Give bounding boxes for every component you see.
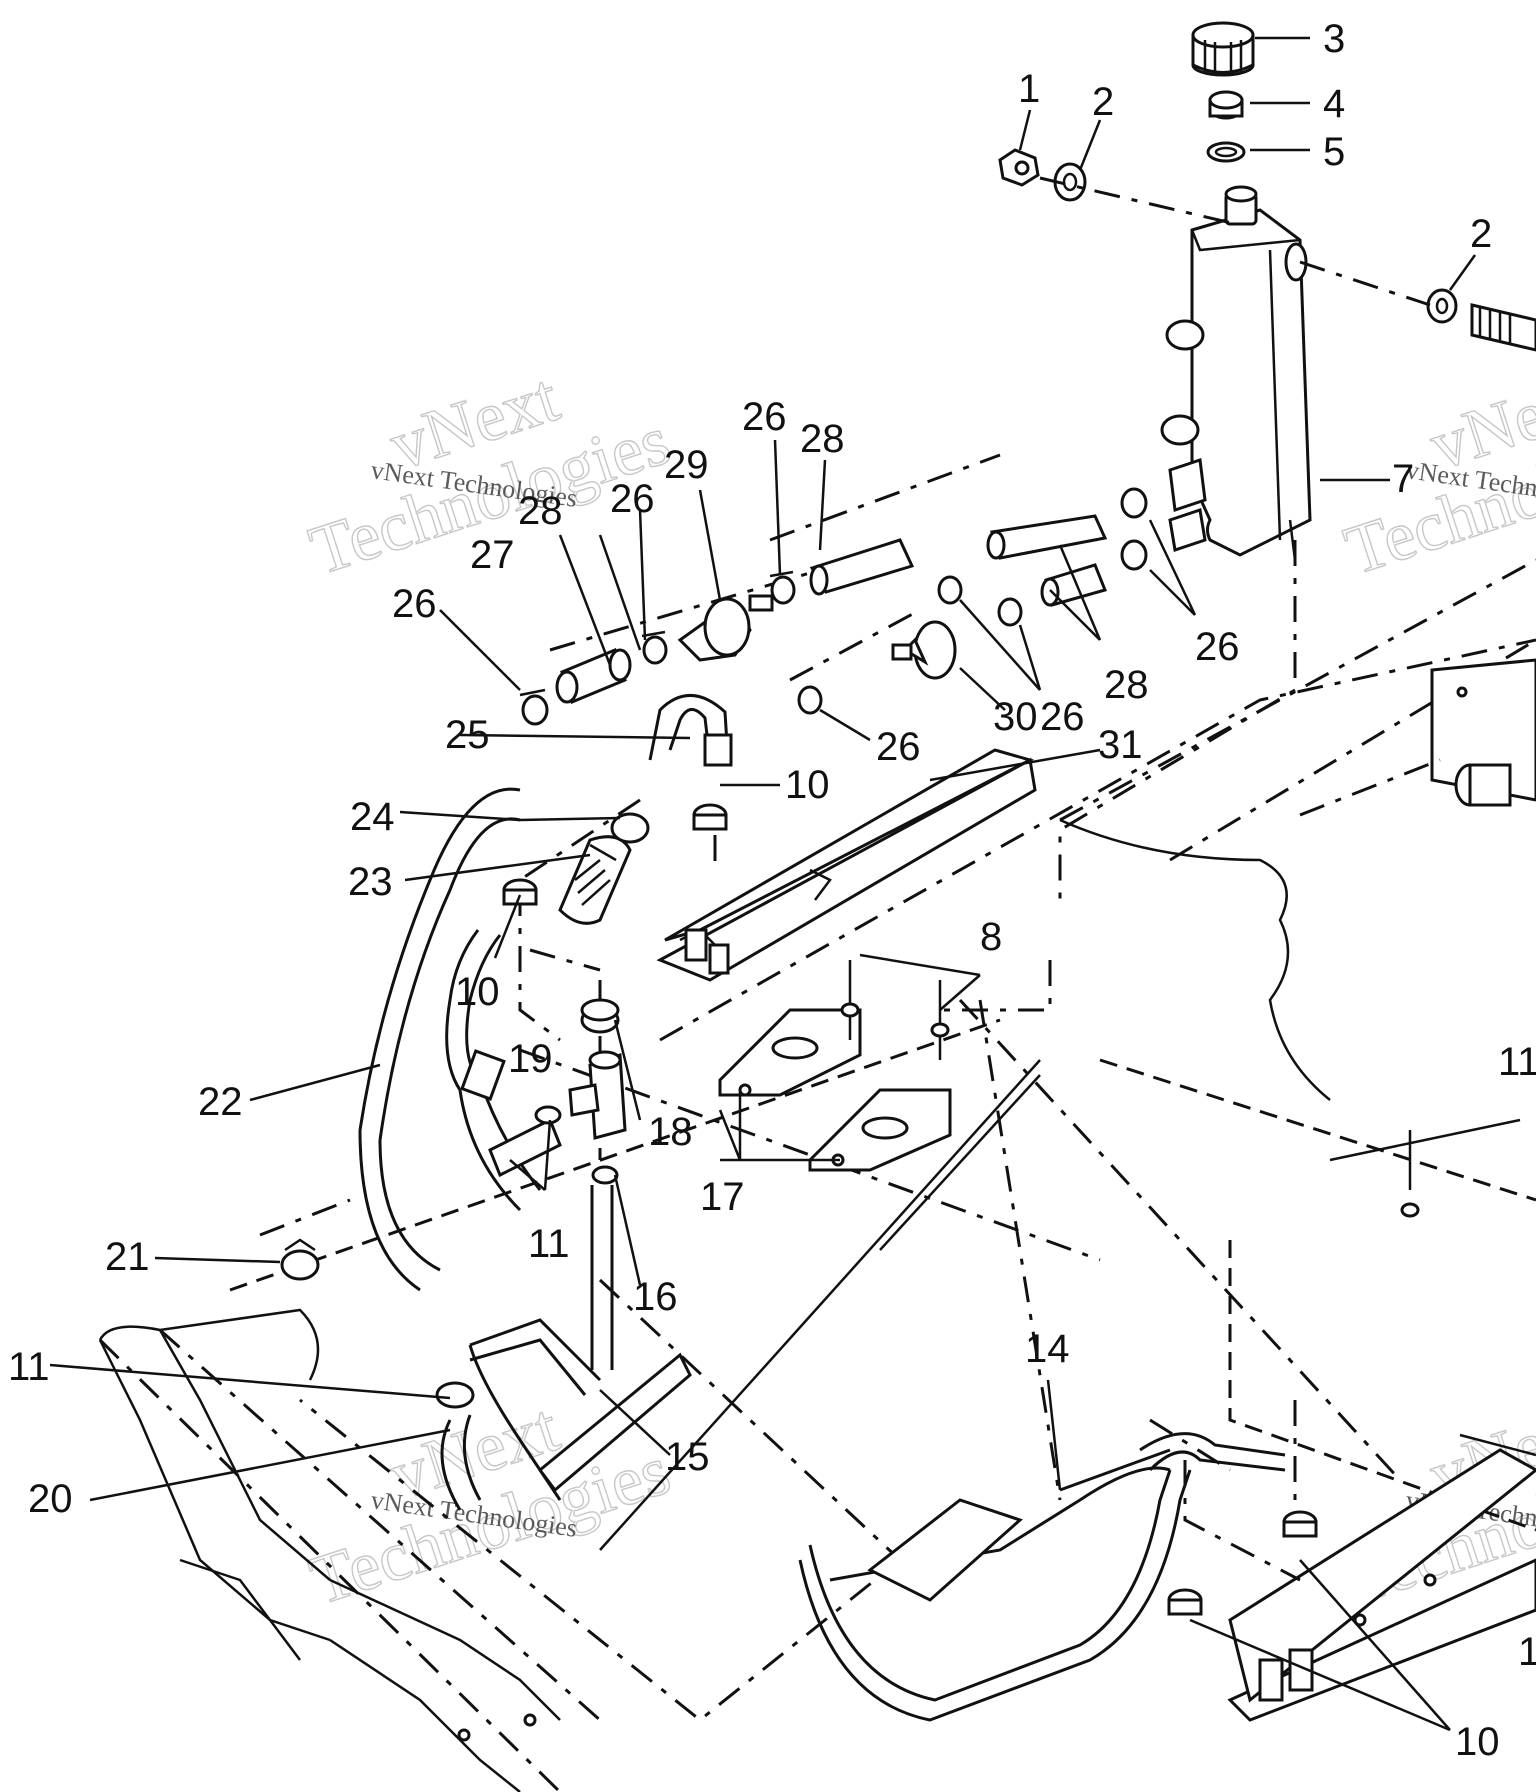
callout-26-top: 26 (742, 395, 787, 439)
callout-23: 23 (348, 860, 393, 904)
callout-8: 8 (980, 915, 1002, 959)
leader-lines (49, 36, 1536, 1732)
callout-7: 7 (1392, 457, 1414, 501)
hose-16 (590, 1185, 614, 1370)
clamp-21 (280, 1238, 320, 1281)
cap-grommet (1208, 90, 1244, 120)
callout-26-mid: 26 (610, 477, 655, 521)
bracket-17b (808, 1088, 952, 1172)
hose-19 (488, 1117, 562, 1178)
callout-26-right: 26 (1195, 625, 1240, 669)
hose-clamp (519, 688, 549, 726)
callout-17: 17 (700, 1175, 745, 1219)
callout-11-mid: 11 (528, 1222, 570, 1266)
hose-14 (798, 1432, 1286, 1722)
callout-30: 30 (993, 695, 1038, 739)
clamp-26a (641, 630, 668, 665)
tee-fitting (568, 1050, 627, 1140)
clamps-26-right (797, 487, 1148, 715)
callout-19: 19 (508, 1037, 553, 1081)
callout-10-lower: 10 (1455, 1720, 1500, 1764)
mount-stud (1470, 303, 1536, 352)
hose-28-mid (986, 514, 1108, 607)
callout-11-left: 11 (8, 1345, 50, 1389)
callout-27: 27 (470, 533, 515, 577)
callout-5: 5 (1323, 130, 1345, 174)
callout-10-upper: 10 (785, 763, 830, 807)
callout-14: 14 (1025, 1327, 1070, 1371)
oil-tank (1160, 185, 1312, 561)
cap-gasket (1206, 141, 1246, 163)
rivets-8 (840, 960, 1420, 1218)
nut (998, 148, 1040, 187)
tank-cap (1191, 21, 1255, 77)
bracket-plate-lower (867, 1498, 1314, 1702)
filter-housing-27 (555, 647, 632, 705)
callout-26-lower: 26 (1040, 695, 1085, 739)
clamps-10-lower (1167, 1510, 1318, 1616)
cap-18 (580, 998, 620, 1034)
hose-15 (468, 1318, 692, 1501)
callout-18: 18 (648, 1110, 693, 1154)
callout-25: 25 (445, 713, 490, 757)
mount-bracket-right (1430, 658, 1536, 807)
spring-23 (558, 812, 650, 925)
callout-4: 4 (1323, 82, 1345, 126)
bracket-17a (718, 1008, 862, 1097)
filter-30 (891, 620, 957, 680)
callout-22: 22 (198, 1080, 243, 1124)
clamp-10-left (502, 878, 538, 906)
callout-28-right: 28 (1104, 663, 1149, 707)
callout-2: 2 (1092, 80, 1114, 124)
callout-3: 3 (1323, 17, 1345, 61)
callout-11-right: 11 (1498, 1040, 1536, 1084)
callout-26-left: 26 (392, 582, 437, 626)
callout-29: 29 (664, 443, 709, 487)
callout-21: 21 (105, 1235, 150, 1279)
callout-10-left: 10 (455, 970, 500, 1014)
hose-22 (358, 787, 521, 1292)
callout-15: 15 (665, 1435, 710, 1479)
washer-right (1426, 288, 1458, 324)
mount-bracket-31 (656, 748, 1037, 982)
callout-28-left: 28 (518, 489, 563, 533)
callout-20: 20 (28, 1477, 73, 1521)
callout-1: 1 (1018, 67, 1040, 111)
callout-31: 31 (1098, 723, 1143, 767)
chassis-outline (98, 558, 1536, 1792)
chassis-rail-left (98, 1308, 561, 1792)
clamp-10-upper (692, 803, 728, 831)
watermark-top-right: vNext Technologies vNext Technologies (1335, 358, 1536, 591)
hose-20 (435, 1381, 482, 1511)
inline-filter-29 (677, 594, 774, 662)
callout-16: 16 (633, 1275, 678, 1319)
callout-2-right: 2 (1470, 212, 1492, 256)
hose-elbow-25 (648, 694, 733, 767)
clamp-26b (769, 570, 796, 605)
callout-28-top: 28 (800, 417, 845, 461)
callout-26-bottom: 26 (876, 725, 921, 769)
callout-labels: 1 2 3 4 5 2 7 26 28 29 26 28 27 26 26 28… (8, 17, 1536, 1764)
hose-28-top (809, 538, 915, 596)
clamp-11 (534, 1105, 619, 1185)
callout-1-bottom-right: 1 (1518, 1630, 1536, 1674)
callout-24: 24 (350, 795, 395, 839)
